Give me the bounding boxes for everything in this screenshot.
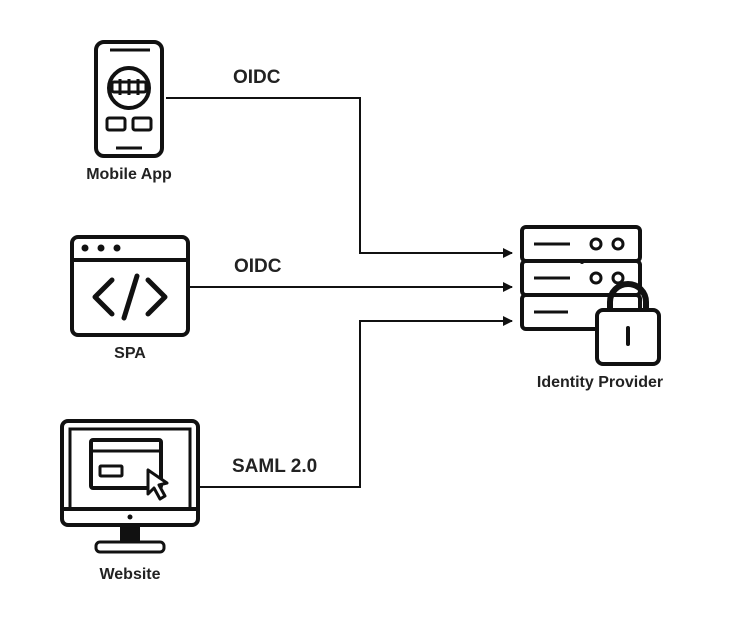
website-label: Website	[99, 566, 161, 583]
mobile-protocol-label: OIDC	[233, 67, 281, 88]
connector-website-to-idp	[200, 316, 513, 488]
spa-label: SPA	[114, 345, 146, 362]
website-protocol-label: SAML 2.0	[232, 456, 318, 477]
mobile-app-label: Mobile App	[86, 166, 172, 183]
mobile-phone-icon	[94, 40, 164, 158]
spa-protocol-label: OIDC	[234, 256, 282, 277]
desktop-monitor-icon	[60, 419, 200, 554]
identity-provider-label: Identity Provider	[536, 374, 664, 391]
connector-mobile-to-idp	[166, 97, 513, 258]
browser-code-icon	[70, 235, 190, 337]
server-lock-icon	[520, 225, 661, 366]
